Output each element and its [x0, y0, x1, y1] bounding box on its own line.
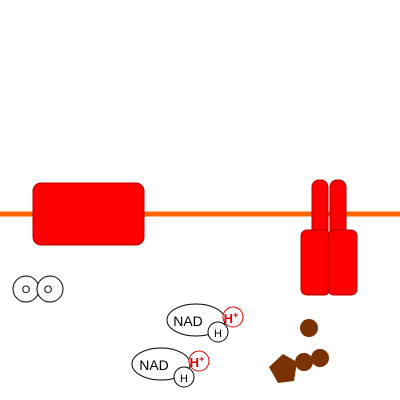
nadh-upper-label: NAD [173, 313, 203, 329]
nadh-lower-label: NAD [139, 357, 169, 373]
nadh-upper-proton-label: H+ [224, 310, 239, 326]
oxygen-atom-2-label: O [44, 284, 53, 296]
brown-circle-middle [295, 353, 313, 371]
nadh-upper-hydrogen [207, 321, 229, 343]
nadh-upper-hydrogen-label: H [214, 328, 222, 340]
brown-circle-right [311, 349, 329, 367]
nadh-lower-proton [188, 350, 210, 372]
oxygen-atom-1-label: O [22, 284, 31, 296]
oxygen-atom-2 [36, 275, 64, 303]
nadh-upper-proton [222, 306, 244, 328]
nadh-lower-proton-label: H+ [190, 354, 205, 370]
protein-lobe-lower-left [300, 229, 331, 296]
brown-circle-top [300, 319, 318, 337]
nadh-lower: NAD H H+ [131, 347, 210, 388]
nadh-lower-hydrogen-label: H [180, 373, 188, 385]
brown-molecules [269, 319, 329, 383]
protein-complex-left [32, 182, 145, 246]
protein-lobe-lower-right [327, 229, 358, 296]
nadh-upper: NAD H H+ [166, 303, 244, 343]
oxygen-molecule: O O [12, 275, 64, 303]
nadh-lower-hydrogen [173, 366, 195, 388]
protein-complex-right [300, 179, 358, 296]
brown-pentagon [269, 354, 297, 383]
